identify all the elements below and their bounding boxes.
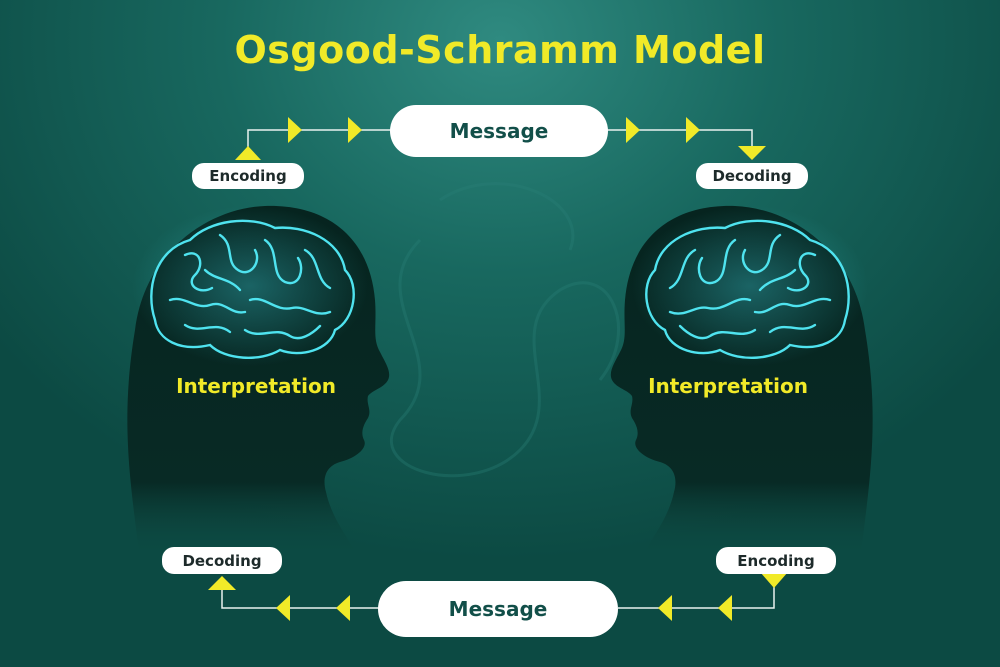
right-interpretation-label: Interpretation [648,374,808,398]
top-flow-arrows [235,117,766,160]
bottom-decoding-box: Decoding [162,547,282,574]
bottom-decoding-label: Decoding [182,551,262,570]
arrow-right-icon [288,117,302,143]
top-encoding-box: Encoding [192,163,304,189]
top-encoding-label: Encoding [209,167,287,185]
top-decoding-box: Decoding [696,163,808,189]
diagram-title: Osgood-Schramm Model [234,28,766,72]
background-decoration [390,182,621,478]
top-message-label: Message [449,119,549,143]
arrow-left-icon [658,595,672,621]
arrow-right-icon [686,117,700,143]
arrow-up-icon [235,146,261,160]
left-head [127,205,390,561]
left-interpretation-label: Interpretation [176,374,336,398]
bottom-flow-arrows [208,572,788,621]
bottom-encoding-label: Encoding [737,551,815,570]
arrow-right-icon [626,117,640,143]
left-brain-icon [150,219,355,359]
arrow-left-icon [336,595,350,621]
arrow-down-icon [738,146,766,160]
bottom-encoding-box: Encoding [716,547,836,574]
arrow-down-icon [760,572,788,588]
top-decoding-label: Decoding [712,167,792,185]
arrow-right-icon [348,117,362,143]
right-head [610,205,873,561]
top-message-box: Message [390,105,608,157]
right-brain-icon [645,219,850,359]
arrow-left-icon [276,595,290,621]
arrow-up-icon [208,576,236,590]
bottom-message-box: Message [378,581,618,637]
bottom-message-label: Message [448,597,548,621]
arrow-left-icon [718,595,732,621]
